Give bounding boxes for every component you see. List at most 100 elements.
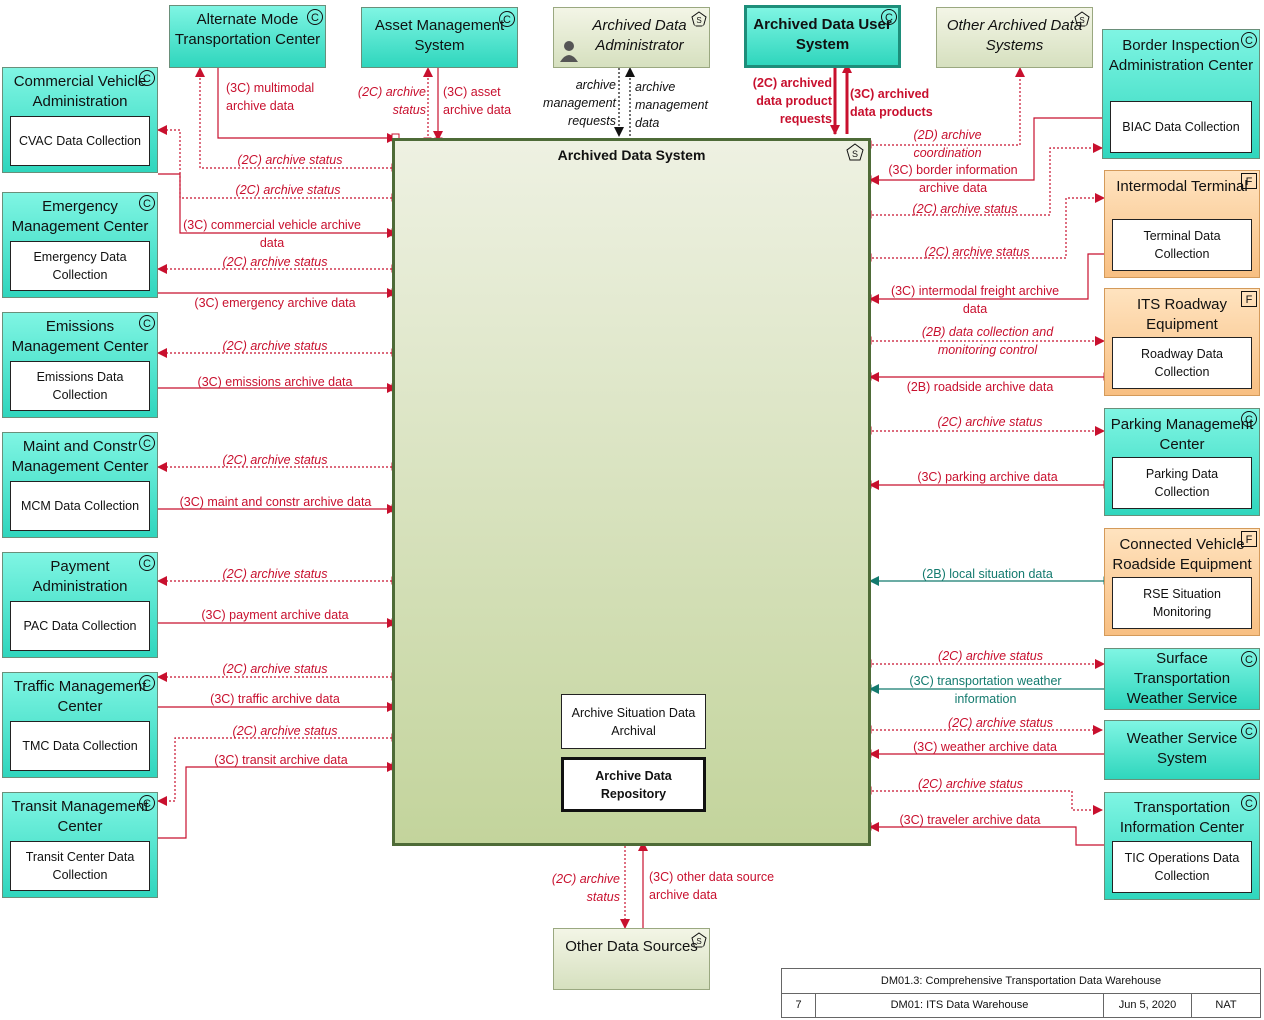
flow-label: (2C) archive status (912, 202, 1018, 216)
flow-label: (3C) commercial vehicle archive data (183, 218, 361, 250)
flow-line-tic-status (868, 790, 1103, 815)
diagram-date: Jun 5, 2020 (1104, 993, 1192, 1018)
tic-operations-data-collection[interactable]: TIC Operations Data Collection (1112, 841, 1252, 893)
flow-label: (2B) local situation data (922, 567, 1053, 581)
weather-service-system[interactable]: Weather Service System C (1104, 720, 1260, 780)
commercial-vehicle-admin[interactable]: Commercial Vehicle Administration C CVAC… (2, 67, 158, 173)
flow-label: (2C) archive status (938, 649, 1043, 663)
pac-data-collection[interactable]: PAC Data Collection (10, 601, 150, 651)
flow-line-biac-data (869, 117, 1102, 185)
center-class-icon: C (139, 795, 155, 811)
flow-label: (2C) archive status (222, 255, 328, 269)
flow-label: (2C) archive status (948, 716, 1053, 730)
flow-label: (2C) archive status (232, 724, 338, 738)
flow-label: (2C) archive status (222, 339, 328, 353)
transit-data-collection[interactable]: Transit Center Data Collection (10, 841, 150, 891)
alt-mode-title: Alternate Mode Transportation Center (174, 11, 321, 48)
cvac-data-collection[interactable]: CVAC Data Collection (10, 116, 150, 166)
flow-label: (3C) emergency archive data (194, 296, 356, 310)
flow-label: archive management requests (543, 78, 616, 128)
other-data-sources[interactable]: Other Data Sources S (553, 928, 710, 990)
flow-label: (2C) archive status (357, 85, 426, 117)
flow-line-transit-data (158, 762, 397, 839)
rse-situation-monitoring[interactable]: RSE Situation Monitoring (1112, 577, 1252, 629)
flow-label: (2C) archived data product requests (752, 76, 832, 126)
parking-title: Parking Management Center (1110, 416, 1254, 453)
center-class-icon: C (1241, 411, 1257, 427)
biac-data-collection[interactable]: BIAC Data Collection (1110, 101, 1252, 153)
emis-data-collection[interactable]: Emissions Data Collection (10, 361, 150, 411)
tic-title: Transportation Information Center (1119, 799, 1245, 836)
flow-label: (2B) data collection and monitoring cont… (921, 325, 1054, 357)
flow-label: (3C) archived data products (850, 87, 933, 119)
center-class-icon: C (139, 555, 155, 571)
center-class-icon: C (1241, 723, 1257, 739)
flow-label: (3C) parking archive data (917, 470, 1058, 484)
svg-text:S: S (696, 937, 701, 946)
tmc-title: Traffic Management Center (13, 678, 147, 715)
flow-label: (2B) roadside archive data (906, 380, 1054, 394)
archived-data-system[interactable]: Archived Data System S Archive Situation… (392, 138, 871, 846)
other-archived-title: Other Archived Data Systems (946, 17, 1083, 54)
payment-admin[interactable]: Payment Administration C PAC Data Collec… (2, 552, 158, 658)
flow-line-term-data (869, 253, 1104, 304)
center-class-icon: C (881, 9, 897, 25)
archive-situation-data-archival[interactable]: Archive Situation Data Archival (561, 694, 706, 749)
field-class-icon: F (1241, 173, 1257, 189)
parking-mgmt-center[interactable]: Parking Management Center C Parking Data… (1104, 408, 1260, 516)
flow-line-transit-status (157, 737, 396, 806)
person-icon (560, 41, 578, 62)
flow-line-other-coord (868, 67, 1025, 146)
transit-mgmt-center[interactable]: Transit Management Center C Transit Cent… (2, 792, 158, 898)
archived-data-administrator[interactable]: Archived Data Administrator S (553, 7, 710, 68)
archived-data-user-system[interactable]: Archived Data User System C (744, 5, 901, 68)
flow-label: (3C) multimodal archive data (226, 81, 315, 113)
emis-title: Emissions Management Center (11, 318, 149, 355)
traffic-mgmt-center[interactable]: Traffic Management Center C TMC Data Col… (2, 672, 158, 778)
flow-label: (2C) archive status (937, 415, 1043, 429)
field-class-icon: F (1241, 291, 1257, 307)
surface-transportation-weather-service[interactable]: Surface Transportation Weather Service C (1104, 648, 1260, 710)
flow-label: (3C) traveler archive data (899, 813, 1041, 827)
flow-label: (3C) payment archive data (201, 608, 349, 622)
tmc-data-collection[interactable]: TMC Data Collection (10, 721, 150, 771)
cv-roadside-equipment[interactable]: Connected Vehicle Roadside Equipment F R… (1104, 528, 1260, 636)
flow-label: (3C) border information archive data (888, 163, 1018, 195)
center-class-icon: C (499, 11, 515, 27)
border-inspection-admin[interactable]: Border Inspection Administration Center … (1102, 29, 1260, 159)
its-roadway-equipment[interactable]: ITS Roadway Equipment F Roadway Data Col… (1104, 288, 1260, 396)
flow-label: (2C) archive status (235, 183, 341, 197)
transportation-information-center[interactable]: Transportation Information Center C TIC … (1104, 792, 1260, 900)
flow-line-tic-data (869, 822, 1104, 846)
mcm-center[interactable]: Maint and Constr Management Center C MCM… (2, 432, 158, 538)
wss-title: Weather Service System (1126, 730, 1238, 767)
intermodal-terminal[interactable]: Intermodal Terminal F Terminal Data Coll… (1104, 170, 1260, 278)
archive-data-repository[interactable]: Archive Data Repository (561, 757, 706, 812)
roadway-data-collection[interactable]: Roadway Data Collection (1112, 337, 1252, 389)
flow-label: (2C) archive status (237, 153, 343, 167)
mcm-data-collection[interactable]: MCM Data Collection (10, 481, 150, 531)
terminal-title: Intermodal Terminal (1116, 178, 1248, 195)
emissions-mgmt-center[interactable]: Emissions Management Center C Emissions … (2, 312, 158, 418)
flow-line-alt-data (217, 68, 397, 143)
center-class-icon: C (139, 315, 155, 331)
emc-data-collection[interactable]: Emergency Data Collection (10, 241, 150, 291)
center-class-icon: C (139, 675, 155, 691)
ads-title: Archived Data System (557, 147, 706, 163)
pentagon-icon: S (691, 932, 707, 948)
flow-line-cvac-data (158, 173, 397, 238)
parking-data-collection[interactable]: Parking Data Collection (1112, 457, 1252, 509)
flow-line-alt-status (195, 67, 396, 169)
center-class-icon: C (139, 435, 155, 451)
diagram-title: DM01.3: Comprehensive Transportation Dat… (782, 969, 1260, 994)
asset-mgmt-system[interactable]: Asset Management System C (361, 7, 518, 68)
other-archived-data-systems[interactable]: Other Archived Data Systems S (936, 7, 1093, 68)
package-name: DM01: ITS Data Warehouse (816, 993, 1104, 1018)
transit-title: Transit Management Center (11, 798, 149, 835)
emergency-mgmt-center[interactable]: Emergency Management Center C Emergency … (2, 192, 158, 298)
center-class-icon: C (307, 9, 323, 25)
terminal-data-collection[interactable]: Terminal Data Collection (1112, 219, 1252, 271)
alt-mode-center[interactable]: Alternate Mode Transportation Center C (169, 5, 326, 68)
ada-admin-title: Archived Data Administrator (592, 17, 687, 54)
